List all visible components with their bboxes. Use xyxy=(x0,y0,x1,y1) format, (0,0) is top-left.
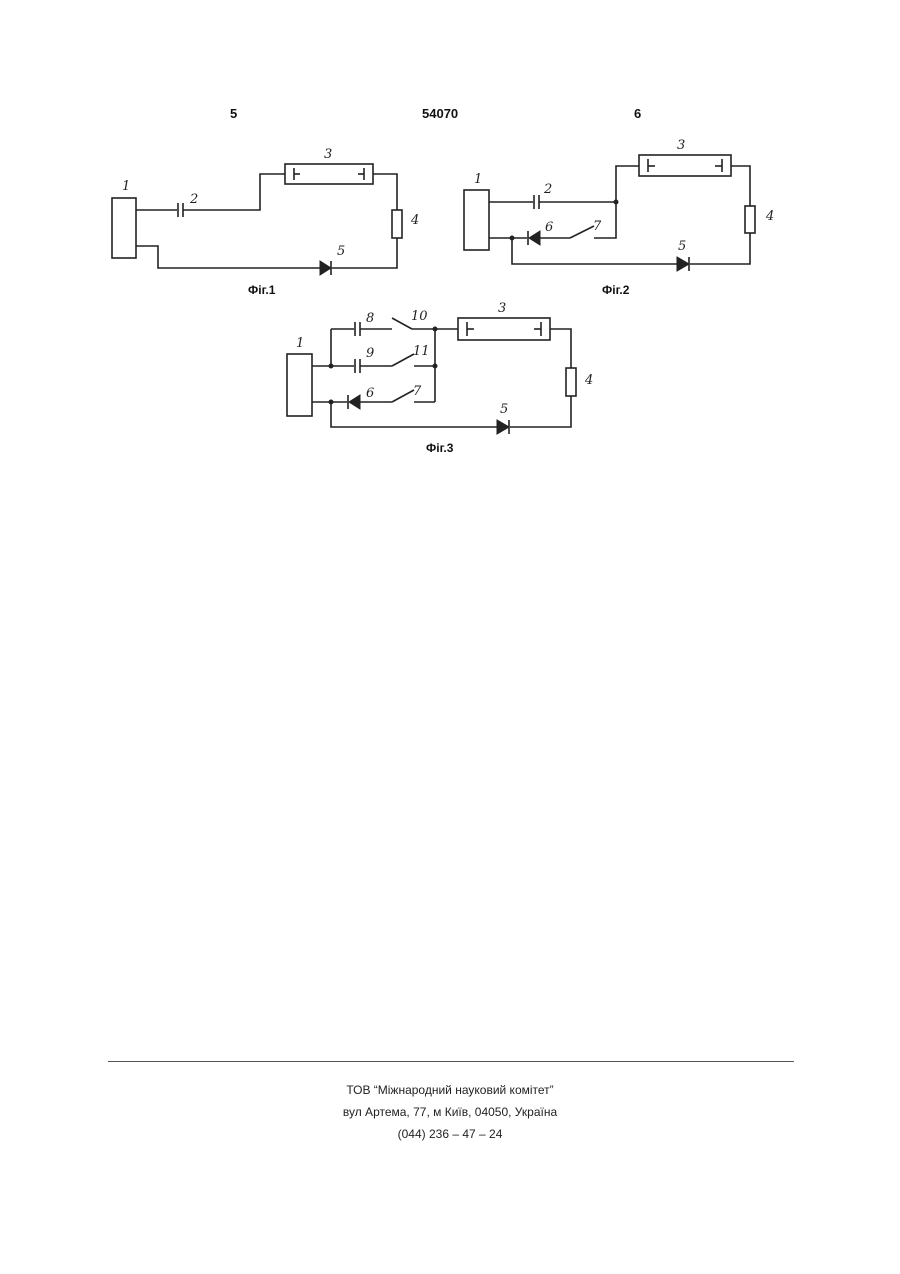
footer-phone: (044) 236 – 47 – 24 xyxy=(0,1127,900,1141)
fig3-capacitor-9-symbol xyxy=(355,359,360,373)
fig1-label-5: 5 xyxy=(337,244,345,259)
fig3-resistor xyxy=(566,368,576,396)
fig2-diode-5-symbol xyxy=(677,257,689,271)
fig2-wire xyxy=(616,166,639,202)
footer-address: вул Артема, 77, м Київ, 04050, Україна xyxy=(0,1105,900,1119)
fig3-label-6: 6 xyxy=(366,386,374,401)
fig2-label-1: 1 xyxy=(474,172,482,187)
fig1-label-4: 4 xyxy=(410,213,419,228)
fig1-label-2: 2 xyxy=(189,192,198,207)
fig3-label-3: 3 xyxy=(498,301,506,316)
fig2-wire xyxy=(690,233,750,264)
fig3-switch-10 xyxy=(392,318,412,329)
fig3-label-4: 4 xyxy=(584,373,593,388)
fig2-label-5: 5 xyxy=(678,239,686,254)
fig1-wire xyxy=(373,174,397,210)
fig3-diode-6-symbol xyxy=(348,395,360,409)
fig3-diode-5-symbol xyxy=(497,420,509,434)
fig3-label-8: 8 xyxy=(366,311,374,326)
figure-1: 1 2 3 4 5 Фіг.1 xyxy=(112,147,419,297)
fig2-label-3: 3 xyxy=(677,138,685,153)
fig1-diode-symbol xyxy=(320,261,331,275)
fig3-label-10: 10 xyxy=(411,309,428,324)
fig2-label-4: 4 xyxy=(765,209,774,224)
fig3-switch-7 xyxy=(392,390,414,402)
figure-2: 1 2 3 4 5 6 7 Фіг.2 xyxy=(464,138,774,297)
fig3-wire xyxy=(550,329,571,368)
fig3-generator-block xyxy=(287,354,312,416)
fig3-wire xyxy=(510,396,571,427)
figure-3: 1 3 4 5 6 7 8 9 10 11 Фіг.3 xyxy=(287,301,593,455)
fig2-caption: Фіг.2 xyxy=(602,283,630,297)
fig2-wire xyxy=(731,166,750,206)
fig2-label-6: 6 xyxy=(545,220,553,235)
fig1-capacitor-symbol xyxy=(178,203,183,217)
fig2-capacitor-symbol xyxy=(534,195,539,209)
fig3-label-5: 5 xyxy=(500,402,508,417)
fig3-junction xyxy=(329,400,333,404)
fig2-resistor xyxy=(745,206,755,233)
fig3-caption: Фіг.3 xyxy=(426,441,454,455)
fig1-wire xyxy=(136,246,320,268)
fig3-label-11: 11 xyxy=(413,344,430,359)
fig3-label-9: 9 xyxy=(366,346,374,361)
fig1-label-1: 1 xyxy=(122,179,130,194)
fig3-capacitor-8-symbol xyxy=(355,322,360,336)
fig1-resistor xyxy=(392,210,402,238)
fig1-label-3: 3 xyxy=(324,147,332,162)
fig3-switch-11 xyxy=(392,354,414,366)
fig3-label-1: 1 xyxy=(296,336,304,351)
fig1-caption: Фіг.1 xyxy=(248,283,276,297)
footer-publisher: ТОВ “Міжнародний науковий комітет” xyxy=(0,1083,900,1097)
footer-divider xyxy=(108,1061,794,1062)
fig3-label-7: 7 xyxy=(413,384,422,399)
fig2-generator-block xyxy=(464,190,489,250)
fig1-wire xyxy=(183,174,285,210)
fig1-generator-block xyxy=(112,198,136,258)
fig2-diode-6-symbol xyxy=(528,231,540,245)
fig2-switch xyxy=(570,226,594,238)
circuit-diagrams: 1 2 3 4 5 Фіг.1 xyxy=(0,0,900,480)
fig2-label-2: 2 xyxy=(543,182,552,197)
fig2-label-7: 7 xyxy=(593,219,602,234)
